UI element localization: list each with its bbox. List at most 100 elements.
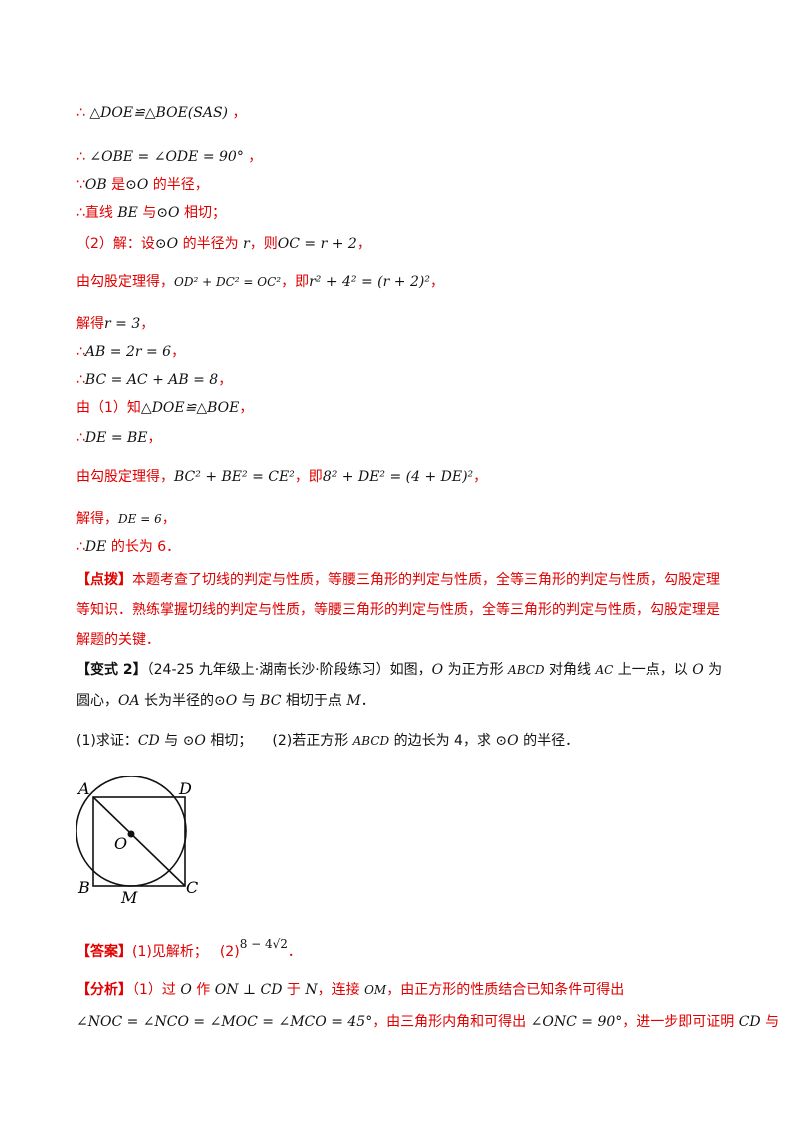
answer-tag: 【答案】: [76, 944, 132, 960]
math-be: BE: [117, 205, 138, 221]
label-o: O: [114, 834, 127, 853]
answer-part2: (2): [219, 944, 240, 960]
math-circle-o: ⊙O: [182, 733, 206, 749]
text: 与: [137, 205, 157, 221]
diagonal-ac: [92, 796, 186, 887]
label-a: A: [76, 779, 90, 798]
text: 的半径．: [518, 733, 580, 749]
math-onc-90: ∠ONC = 90°: [530, 1014, 623, 1030]
text: 与: [159, 733, 183, 749]
analysis-tag: 【分析】: [76, 982, 132, 998]
bianshi-source: （24-25 九年级上·湖南长沙·阶段练习）: [146, 662, 390, 678]
math-r: r: [243, 236, 250, 252]
label-b: B: [77, 878, 90, 897]
text: ，: [147, 430, 162, 446]
text: 对角线: [544, 662, 596, 678]
math-m: M: [346, 693, 361, 709]
text: 的长为 6．: [106, 539, 181, 555]
text: ，: [171, 344, 186, 360]
text: 长为半径的: [139, 693, 215, 709]
math-congruence: △DOE≌△BOE: [140, 400, 240, 416]
math-de: DE: [84, 539, 107, 555]
text: 与: [237, 693, 261, 709]
angle-equation: ∠OBE = ∠ODE = 90°: [89, 149, 244, 165]
math-ac: AC: [595, 663, 614, 677]
math-bc: BC: [260, 693, 282, 709]
dianbo-tag: 【点拨】: [76, 572, 132, 588]
text: 圆心，: [76, 693, 118, 709]
punct: ，: [248, 149, 263, 165]
text: 为正方形: [443, 662, 509, 678]
line-5: （2）解：设⊙O 的半径为 r，则OC = r + 2，: [76, 234, 371, 254]
math-on-perp-cd: ON ⊥ CD: [214, 982, 283, 998]
text: ∴直线: [76, 205, 118, 221]
text: 由勾股定理得，: [76, 469, 174, 485]
because-symbol: ∵: [76, 177, 85, 193]
dianbo-paragraph: 【点拨】本题考查了切线的判定与性质，等腰三角形的判定与性质，全等三角形的判定与性…: [76, 565, 724, 655]
math-o: O: [180, 982, 192, 998]
text: 解得，: [76, 511, 118, 527]
math-pythag-3: BC² + BE² = CE²: [174, 469, 295, 485]
question-line: (1)求证：CD 与 ⊙O 相切；(2)若正方形 ABCD 的边长为 4，求 ⊙…: [76, 731, 579, 751]
text: ．: [287, 944, 302, 960]
math-bc: BC = AC + AB = 8: [84, 372, 219, 388]
text: 的半径为: [178, 236, 244, 252]
math-cd: CD: [738, 1014, 761, 1030]
text: ．: [360, 693, 375, 709]
answer-line: 【答案】(1)见解析；(2)8 − 4√2．: [76, 934, 302, 962]
line-4: ∴直线 BE 与⊙O 相切；: [76, 203, 226, 223]
text: ，即: [281, 274, 310, 290]
math-abcd: ABCD: [508, 663, 545, 677]
text: ，: [473, 469, 488, 485]
text: ，: [429, 274, 444, 290]
text: 解得: [76, 316, 104, 332]
text: ，: [161, 511, 176, 527]
text: ，: [356, 236, 371, 252]
math-oc: OC = r + 2: [277, 236, 357, 252]
math-om: OM: [364, 983, 387, 997]
math-circle-o: ⊙O: [214, 693, 238, 709]
analysis-line-1: 【分析】（1）过 O 作 ON ⊥ CD 于 N，连接 OM，由正方形的性质结合…: [76, 980, 624, 1000]
therefore-symbol: ∴: [76, 372, 85, 388]
therefore-symbol: ∴: [76, 344, 85, 360]
therefore-symbol: ∴: [76, 539, 85, 555]
text: ，则: [249, 236, 278, 252]
line-2: ∴ ∠OBE = ∠ODE = 90° ，: [76, 147, 262, 167]
q1-prefix: (1)求证：: [76, 733, 138, 749]
text: 为: [703, 662, 723, 678]
text: ，连接: [317, 982, 365, 998]
line-11: ∴DE = BE，: [76, 428, 162, 448]
bianshi-line-1: 【变式 2】（24-25 九年级上·湖南长沙·阶段练习）如图，O 为正方形 AB…: [76, 660, 722, 680]
text: 作: [191, 982, 215, 998]
math-o: O: [431, 662, 444, 678]
text: 的半径，: [148, 177, 209, 193]
text: （2）解：设: [76, 236, 155, 252]
text: ，即: [294, 469, 323, 485]
math-circle-o: ⊙O: [156, 205, 180, 221]
bianshi-line-2: 圆心，OA 长为半径的⊙O 与 BC 相切于点 M．: [76, 691, 375, 711]
line-9: ∴BC = AC + AB = 8，: [76, 370, 232, 390]
q2-prefix: (2)若正方形: [272, 733, 353, 749]
math-ab: AB = 2r = 6: [84, 344, 172, 360]
line-3: ∵OB 是⊙O 的半径，: [76, 175, 209, 195]
text: （1）过: [132, 982, 181, 998]
text: 的边长为 4，求: [389, 733, 496, 749]
text: 由勾股定理得，: [76, 274, 174, 290]
text: ，由三角形内角和可得出: [372, 1014, 531, 1030]
math-n: N: [305, 982, 318, 998]
line-8: ∴AB = 2r = 6，: [76, 342, 185, 362]
text: 相切；: [205, 733, 253, 749]
math-r-value: r = 3: [104, 316, 141, 332]
math-pythag-1: OD² + DC² = OC²: [174, 275, 282, 289]
text: ，由正方形的性质结合已知条件可得出: [386, 982, 625, 998]
math-oa: OA: [118, 693, 140, 709]
math-answer-radius: 8 − 4√2: [239, 937, 288, 951]
math-de-value: DE = 6: [118, 512, 162, 526]
line-14: ∴DE 的长为 6．: [76, 537, 180, 557]
math-abcd: ABCD: [352, 734, 390, 748]
label-m: M: [120, 888, 138, 906]
text: 是: [106, 177, 126, 193]
text: 相切于点: [281, 693, 347, 709]
line-10: 由（1）知△DOE≌△BOE，: [76, 398, 253, 418]
line-7: 解得r = 3，: [76, 314, 154, 334]
